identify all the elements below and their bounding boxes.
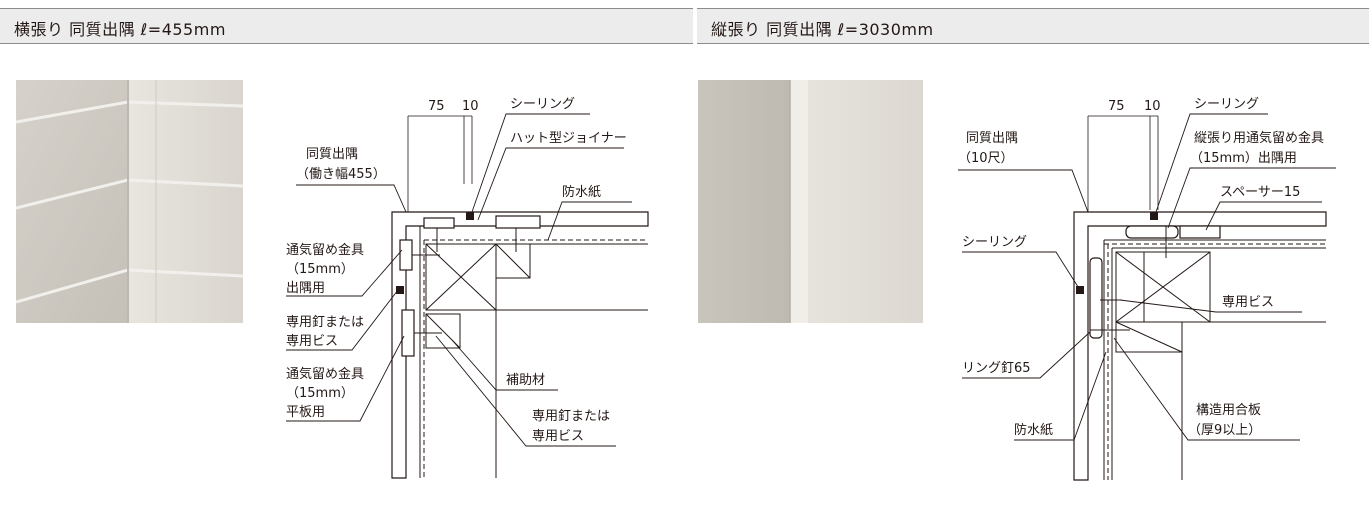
leader-line	[296, 184, 407, 213]
aux-block	[495, 243, 531, 279]
label-bracket-corner-1: 通気留め金具	[286, 242, 364, 258]
right-panel-title: 縦張り 同質出隅 ℓ=3030mm	[711, 20, 934, 39]
label-aux: 補助材	[506, 373, 545, 388]
leader-line	[1014, 351, 1107, 441]
top-bracket	[423, 217, 455, 229]
horizontal-corner-photo	[16, 80, 243, 323]
leader-line	[962, 251, 1081, 291]
label-spacer: スペーサー15	[1220, 185, 1300, 200]
label-nail-2: 専用ビス	[286, 334, 338, 349]
leader-line	[1167, 167, 1336, 229]
label-bracket-flat-2: （15mm）	[286, 386, 354, 401]
label-plywood-2: （厚9以上）	[1188, 423, 1261, 438]
sealing-mark	[466, 212, 474, 220]
dim-label-75: 75	[428, 99, 445, 114]
leader-line	[435, 335, 616, 447]
label-bracket-corner-2: （15mm）	[286, 262, 354, 277]
corner-siding	[391, 211, 649, 479]
label-bracket-1: 縦張り用通気留め金具	[1194, 130, 1324, 146]
leader-line	[1155, 113, 1268, 213]
stud-cross	[425, 243, 497, 311]
dim-label-75: 75	[1108, 99, 1125, 114]
label-waterproof: 防水紙	[562, 184, 601, 200]
label-screw: 専用ビス	[1222, 295, 1274, 310]
label-corner-2: （10尺）	[958, 151, 1014, 166]
sealing-mark	[1150, 212, 1158, 220]
aux-block	[1115, 321, 1183, 353]
stud-cross	[1115, 251, 1211, 323]
aux-cross	[1115, 321, 1183, 353]
leader-line	[1113, 337, 1300, 441]
corner-siding	[1073, 211, 1327, 481]
label-bracket-2: （15mm）出隅用	[1190, 151, 1297, 166]
label-corner-1: 同質出隅	[966, 131, 1018, 146]
label-nail2-2: 専用ビス	[532, 429, 584, 444]
leader-line	[286, 289, 399, 351]
label-nail-1: 専用釘または	[286, 314, 364, 330]
label-corner-1: 同質出隅	[306, 147, 358, 162]
label-plywood-1: 構造用合板	[1196, 403, 1261, 418]
label-hat-joiner: ハット型ジョイナー	[510, 131, 627, 146]
label-ring-nail: リング釘65	[962, 360, 1031, 376]
spacer	[1179, 225, 1221, 239]
label-bracket-flat-3: 平板用	[286, 405, 325, 420]
left-panel-header: 横張り 同質出隅 ℓ=455mm	[0, 8, 693, 44]
left-panel-title: 横張り 同質出隅 ℓ=455mm	[14, 20, 226, 39]
side-bracket	[1089, 257, 1103, 339]
dim-label-10: 10	[1144, 99, 1161, 114]
right-panel-header: 縦張り 同質出隅 ℓ=3030mm	[697, 8, 1369, 44]
leader-line	[286, 249, 403, 297]
label-corner-2: （働き幅455）	[296, 167, 386, 182]
vertical-corner-photo	[698, 80, 923, 323]
sealing-mark	[396, 286, 404, 294]
label-sealing: シーリング	[510, 97, 575, 112]
leader-line	[958, 169, 1089, 213]
label-nail2-1: 専用釘または	[532, 408, 610, 424]
leader-line	[547, 201, 632, 241]
label-bracket-flat-1: 通気留め金具	[286, 366, 364, 382]
leader-line	[477, 147, 624, 221]
leader-line	[1119, 299, 1302, 313]
dim-label-10: 10	[462, 99, 479, 114]
label-bracket-corner-3: 出隅用	[286, 281, 325, 296]
leader-line	[451, 339, 558, 391]
aux-member	[425, 313, 461, 349]
aux-cross	[495, 243, 531, 279]
leader-line	[471, 113, 590, 213]
top-bracket-right	[495, 215, 541, 229]
leader-line	[962, 331, 1091, 379]
label-waterproof: 防水紙	[1014, 422, 1053, 438]
leader-line	[286, 335, 405, 422]
vertical-bracket	[1125, 225, 1179, 239]
label-sealing-left: シーリング	[962, 235, 1027, 250]
horizontal-corner-diagram: 75 10 シーリング ハット型ジョイナー 同質出隅 （働き幅455） 防水紙 …	[286, 97, 649, 479]
leader-line	[1205, 201, 1322, 231]
label-sealing-top: シーリング	[1194, 97, 1259, 112]
